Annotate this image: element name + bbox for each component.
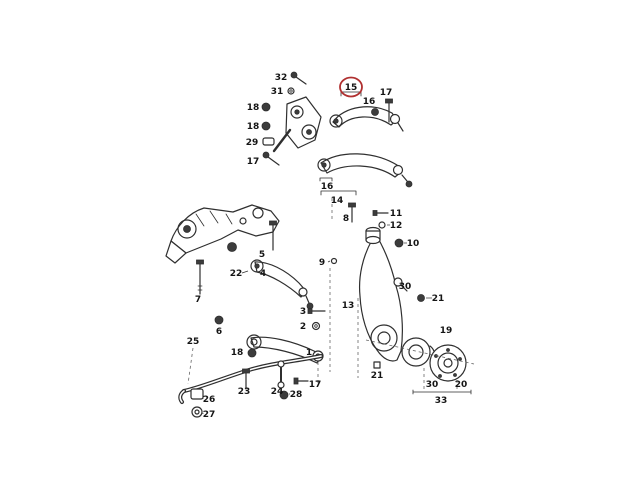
part-number-label: 20 bbox=[455, 380, 468, 390]
stabilizer-bar-drawing bbox=[178, 354, 323, 418]
part-number-label: 12 bbox=[390, 221, 403, 231]
part-number-label: 30 bbox=[399, 282, 412, 292]
hub-bearing-drawing bbox=[373, 337, 472, 395]
part-number-label: 10 bbox=[407, 239, 420, 249]
part-number-label: 1 bbox=[306, 348, 312, 358]
part-number-label: 24 bbox=[271, 387, 284, 397]
part-number-label: 7 bbox=[195, 295, 201, 305]
part-number-label: 31 bbox=[271, 87, 284, 97]
part-number-label: 28 bbox=[290, 390, 303, 400]
reference-lines bbox=[187, 198, 475, 389]
part-number-label: 30 bbox=[426, 380, 439, 390]
part-number-label: 3 bbox=[300, 307, 306, 317]
subframe-drawing bbox=[165, 204, 280, 264]
part-number-label: 21 bbox=[432, 294, 445, 304]
part-number-label: 27 bbox=[203, 410, 216, 420]
part-number-label: 15 bbox=[345, 83, 358, 93]
part-number-label: 17 bbox=[380, 88, 393, 98]
part-number-label: 18 bbox=[231, 348, 244, 358]
part-number-label: 17 bbox=[247, 157, 260, 167]
part-number-label: 21 bbox=[371, 371, 384, 381]
part-number-label: 29 bbox=[246, 138, 259, 148]
highlight-circle bbox=[339, 76, 363, 98]
part-number-label: 8 bbox=[343, 214, 349, 224]
part-number-label: 16 bbox=[321, 182, 334, 192]
fastener-drawings bbox=[196, 71, 425, 400]
callout-lead-line bbox=[327, 260, 331, 263]
part-number-label: 18 bbox=[247, 122, 260, 132]
part-number-label: 6 bbox=[216, 327, 222, 337]
knuckle-drawing bbox=[358, 232, 408, 362]
upper-control-arms-drawing bbox=[317, 91, 413, 196]
upper-bracket-drawing bbox=[272, 96, 322, 153]
part-number-label: 14 bbox=[331, 196, 344, 206]
part-number-label: 9 bbox=[319, 258, 325, 268]
part-number-label: 32 bbox=[275, 73, 288, 83]
callout-lead-line bbox=[241, 270, 249, 274]
part-number-label: 26 bbox=[203, 395, 216, 405]
part-number-label: 18 bbox=[247, 103, 260, 113]
part-number-label: 17 bbox=[309, 380, 322, 390]
part-number-label: 23 bbox=[238, 387, 251, 397]
part-number-label: 5 bbox=[259, 250, 265, 260]
part-number-label: 33 bbox=[435, 396, 448, 406]
part-number-label: 11 bbox=[390, 209, 403, 219]
part-number-label: 4 bbox=[260, 269, 266, 279]
part-number-label: 22 bbox=[230, 269, 243, 279]
part-number-label: 2 bbox=[300, 322, 306, 332]
part-number-label: 25 bbox=[187, 337, 200, 347]
part-number-label: 13 bbox=[342, 301, 355, 311]
part-number-label: 19 bbox=[440, 326, 453, 336]
part-number-label: 16 bbox=[363, 97, 376, 107]
